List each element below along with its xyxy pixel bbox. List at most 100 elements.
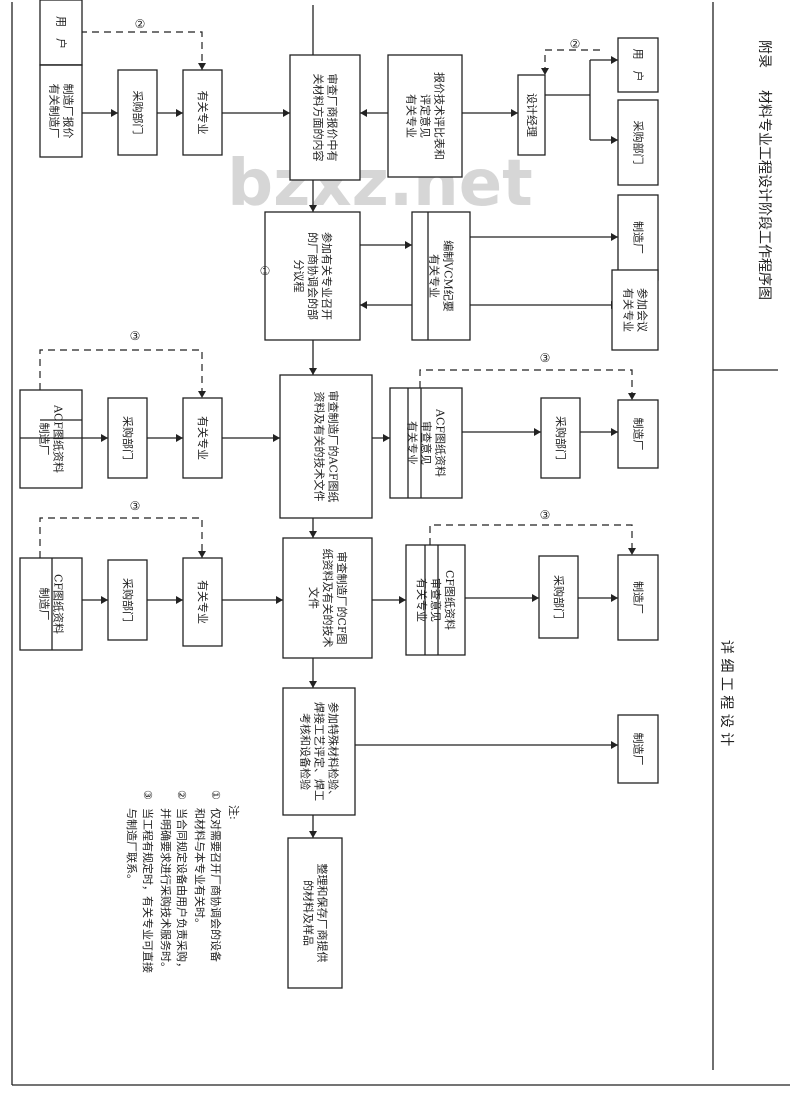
box-label: 有关专业 xyxy=(405,94,419,138)
box-label: 制造厂 xyxy=(632,221,646,254)
box-label: 用 户 xyxy=(55,16,69,49)
note-line: ② xyxy=(175,790,188,800)
appendix-label: 附录 xyxy=(756,40,772,68)
diagram-title: 材料专业工程设计阶段工作程序图 xyxy=(756,90,772,300)
box-label: 关材料方面的内容 xyxy=(312,74,326,162)
box-label: 制造厂 xyxy=(38,423,52,456)
stage-label: 详 细 工 程 设 计 xyxy=(718,640,734,746)
marker-3-acf-left: ③ xyxy=(130,329,141,343)
process-boxes: 用 户制造厂报价有关制造厂采购部门有关专业审查厂商报价中有关材料方面的内容报价技… xyxy=(19,0,659,989)
note-line: 和材料与本专业有关时。 xyxy=(193,808,207,929)
box-label: 制造厂 xyxy=(632,581,646,614)
box-frame xyxy=(617,37,659,93)
box-label: 焊接工艺评定、焊工 xyxy=(313,702,327,801)
markers: ② ② ① ③ ③ ③ ③ xyxy=(130,17,581,522)
box-frame xyxy=(617,714,659,784)
box-frame xyxy=(405,544,466,656)
box-label: 参加有关专业召开 xyxy=(320,232,334,320)
box-label: 有关专业 xyxy=(196,580,210,624)
box-label: 制造厂 xyxy=(632,733,646,766)
box-frame xyxy=(538,555,579,639)
box-label: 采购部门 xyxy=(131,91,145,135)
marker-3-cf-left: ③ xyxy=(130,499,141,513)
box-label: 分议程 xyxy=(292,260,305,293)
box-caigou: 采购部门 xyxy=(117,69,158,156)
box-label: 审查厂商报价中有 xyxy=(326,74,340,162)
box-label: 制造厂报价 xyxy=(62,84,76,139)
note-line: 当工程有规定时，有关专业可直接 xyxy=(141,808,155,973)
box-frame xyxy=(182,557,223,647)
box-label: 有关专业 xyxy=(428,254,442,298)
marker-3-cf-right: ③ xyxy=(540,508,551,522)
box-label: 有关专业 xyxy=(196,416,210,460)
marker-1: ① xyxy=(260,264,271,278)
box-frame xyxy=(611,269,659,351)
box-label: CF图纸资料 xyxy=(52,574,66,634)
box-frame xyxy=(107,397,148,479)
note-line: ① xyxy=(209,790,222,800)
watermark: bzxz.net xyxy=(227,147,532,221)
box-frame xyxy=(107,559,148,641)
box-frame xyxy=(617,99,659,186)
note-line: 当合同规定设备由用户负责采购， xyxy=(175,808,189,973)
box-frame xyxy=(117,69,158,156)
box-label: 采购部门 xyxy=(554,416,568,460)
dashed-connectors xyxy=(39,31,633,558)
box-frame xyxy=(617,194,659,281)
box-label: 编制VCM纪要 xyxy=(442,240,456,312)
box-youguan: 有关专业 xyxy=(182,69,223,156)
box-label: 审查制造厂的CF图 xyxy=(335,551,349,644)
box-label: 有关专业 xyxy=(406,421,420,465)
note-line: 仅对需要召开厂商协调会的设备 xyxy=(209,808,223,962)
box-label: 纸资料及有关的技术 xyxy=(321,549,335,648)
box-label: ACF图纸资料 xyxy=(434,408,448,477)
box-label: 报价技术评比表和 xyxy=(433,72,447,160)
box-label: 采购部门 xyxy=(552,575,566,619)
box-youguan-cf: 有关专业 xyxy=(182,557,223,647)
box-label: 有关专业 xyxy=(622,288,636,332)
box-frame xyxy=(19,557,83,651)
box-label: 审查意见 xyxy=(429,578,443,622)
box-frame xyxy=(387,54,463,178)
box-label: 的厂商协调会的部 xyxy=(306,232,320,320)
box-label: 评定意见 xyxy=(419,94,433,138)
box-caigou-r: 采购部门 xyxy=(617,99,659,186)
box-zhizao-jy: 制造厂 xyxy=(617,714,659,784)
note-line: 与制造厂联系。 xyxy=(125,808,139,885)
box-frame xyxy=(182,69,223,156)
note-line: ③ xyxy=(141,790,154,800)
box-zhizao-acf-r: 制造厂 xyxy=(617,399,659,469)
box-caigou-cf-r: 采购部门 xyxy=(538,555,579,639)
box-sheji-jingli: 设计经理 xyxy=(517,74,546,156)
box-label: 采购部门 xyxy=(632,121,646,165)
box-frame xyxy=(282,687,356,816)
marker-3-acf-right: ③ xyxy=(540,351,551,365)
box-frame xyxy=(411,211,471,341)
box-label: CF图纸资料 xyxy=(443,570,457,630)
arrowheads xyxy=(101,56,636,838)
box-label: 有关专业 xyxy=(415,578,429,622)
box-label: 参加会议 xyxy=(636,288,650,332)
note-line: 并明确要求进行采购技术服务时。 xyxy=(159,808,173,973)
box-label: 参加特殊材料检验、 xyxy=(327,702,341,801)
box-label: 的材料及样品 xyxy=(302,880,316,946)
box-youguan-acf: 有关专业 xyxy=(182,397,223,479)
box-label: 采购部门 xyxy=(121,578,135,622)
box-zhizao-cf-r: 制造厂 xyxy=(617,554,659,641)
box-caigou-acf: 采购部门 xyxy=(107,397,148,479)
notes-heading: 注: xyxy=(227,805,241,820)
box-frame xyxy=(617,399,659,469)
box-yonghu-r: 用 户 xyxy=(617,37,659,93)
box-label: 制造厂 xyxy=(632,418,646,451)
box-zhizao-r: 制造厂 xyxy=(617,194,659,281)
